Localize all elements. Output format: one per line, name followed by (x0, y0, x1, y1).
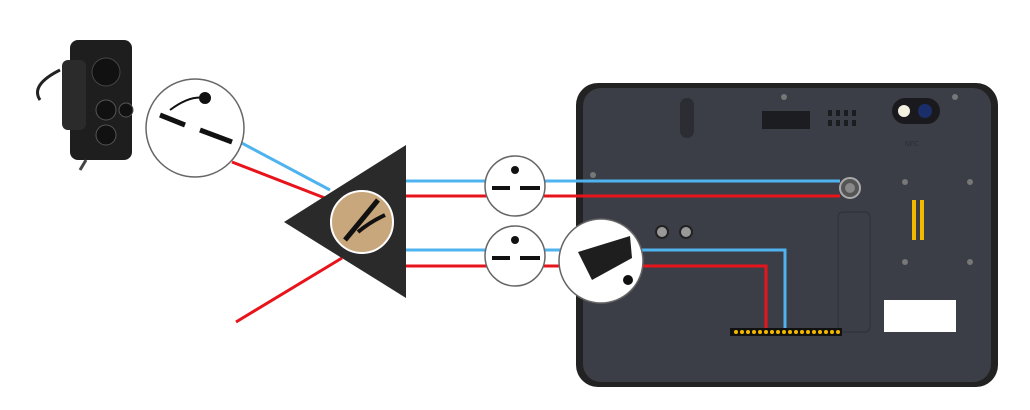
splitter-icon (284, 145, 406, 298)
camera-icon (892, 98, 940, 124)
connector-pin (836, 330, 840, 334)
connector-pin (788, 330, 792, 334)
connector-pin (782, 330, 786, 334)
connector-pin (824, 330, 828, 334)
connector-pin (770, 330, 774, 334)
connector-pin (800, 330, 804, 334)
round-port-icon (839, 177, 861, 199)
connector-detail-icon (484, 155, 546, 217)
connector-detail-icon (145, 78, 245, 178)
connector-pin (776, 330, 780, 334)
connector-pin (806, 330, 810, 334)
connector-pin (818, 330, 822, 334)
connector-detail-icon (484, 225, 546, 287)
connector-pin (752, 330, 756, 334)
tablet-back-icon: NFC (576, 83, 998, 387)
connector-pin (764, 330, 768, 334)
connector-pin (794, 330, 798, 334)
connector-pin (830, 330, 834, 334)
pogo-pins-icon (912, 200, 924, 240)
connector-pin (746, 330, 750, 334)
nfc-label: NFC (905, 141, 919, 148)
connector-pin (758, 330, 762, 334)
connector-detail-icon (558, 218, 644, 304)
joystick-controller-icon (36, 40, 134, 171)
connector-pin (812, 330, 816, 334)
speaker-icon (828, 110, 856, 126)
cables (231, 138, 840, 328)
connector-pin (734, 330, 738, 334)
connector-pin (740, 330, 744, 334)
connector-pins (734, 330, 840, 334)
serial-label-plate (884, 300, 956, 332)
